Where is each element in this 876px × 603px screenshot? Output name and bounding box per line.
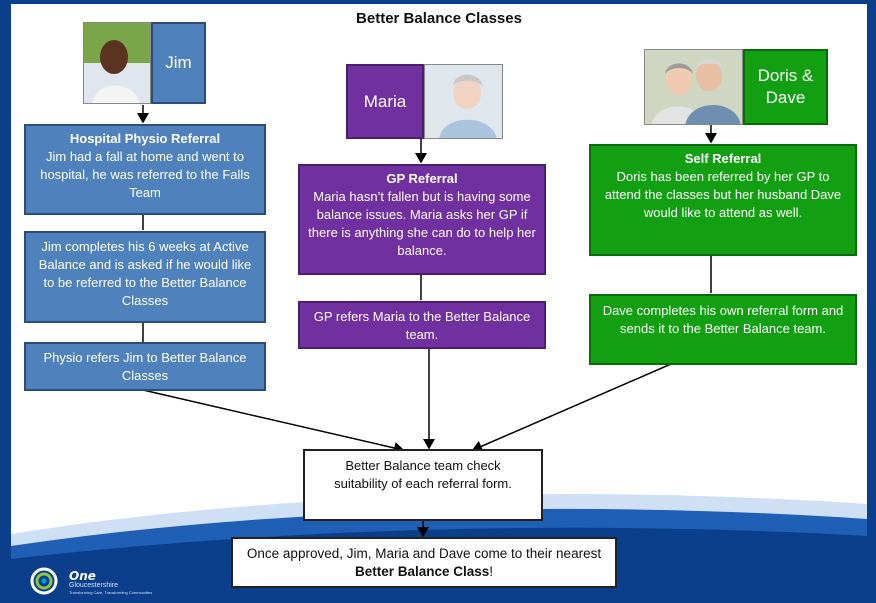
doris-dave-photo xyxy=(644,49,743,125)
maria-gp-refers-box: GP refers Maria to the Better Balance te… xyxy=(298,301,546,349)
doris-referral-heading: Self Referral xyxy=(684,151,762,166)
maria-photo-image xyxy=(425,65,502,138)
maria-referral-heading: GP Referral xyxy=(386,171,458,186)
jim-active-balance-text: Jim completes his 6 weeks at Active Bala… xyxy=(38,239,252,308)
dave-referral-form-box: Dave completes his own referral form and… xyxy=(589,294,857,365)
maria-referral-text: Maria hasn’t fallen but is having some b… xyxy=(308,189,536,258)
doris-dave-photo-image xyxy=(645,50,742,124)
jim-photo-image xyxy=(84,23,150,103)
jim-photo xyxy=(83,22,151,104)
maria-photo xyxy=(424,64,503,139)
final-text-before: Once approved, Jim, Maria and Dave come … xyxy=(246,546,602,561)
doris-self-referral-box: Self Referral Doris has been referred by… xyxy=(589,144,857,256)
jim-name: Jim xyxy=(165,53,192,72)
connector-doris-check xyxy=(471,363,672,452)
suitability-check-text: Better Balance team check suitability of… xyxy=(334,458,512,491)
doris-dave-name-box: Doris & Dave xyxy=(743,49,828,125)
jim-name-box: Jim xyxy=(151,22,206,104)
jim-physio-refers-text: Physio refers Jim to Better Balance Clas… xyxy=(43,350,247,383)
doris-referral-text: Doris has been referred by her GP to att… xyxy=(604,169,842,220)
jim-referral-heading: Hospital Physio Referral xyxy=(69,131,221,146)
maria-gp-referral-box: GP Referral Maria hasn’t fallen but is h… xyxy=(298,164,546,275)
final-text-bold: Better Balance Class xyxy=(354,564,490,579)
logo-tagline: Transforming Care, Transforming Communit… xyxy=(69,590,153,595)
jim-hospital-referral-box: Hospital Physio Referral Jim had a fall … xyxy=(24,124,266,215)
final-approval-box: Once approved, Jim, Maria and Dave come … xyxy=(231,537,617,588)
jim-referral-text: Jim had a fall at home and went to hospi… xyxy=(40,149,250,200)
logo-sub: Gloucestershire xyxy=(69,582,119,589)
jim-active-balance-box: Jim completes his 6 weeks at Active Bala… xyxy=(24,231,266,323)
doris-dave-name: Doris & Dave xyxy=(757,66,814,107)
one-gloucestershire-logo-icon xyxy=(30,567,58,595)
connector-jim-check xyxy=(142,389,405,454)
suitability-check-box: Better Balance team check suitability of… xyxy=(303,449,543,521)
maria-name-box: Maria xyxy=(346,64,424,139)
maria-gp-refers-text: GP refers Maria to the Better Balance te… xyxy=(313,309,531,342)
final-text-after: ! xyxy=(489,564,494,579)
connector-lines xyxy=(137,105,717,538)
jim-physio-refers-box: Physio refers Jim to Better Balance Clas… xyxy=(24,342,266,391)
page-title: Better Balance Classes xyxy=(356,10,522,27)
logo-name: One xyxy=(69,569,96,583)
dave-referral-form-text: Dave completes his own referral form and… xyxy=(602,303,844,336)
maria-name: Maria xyxy=(363,91,407,111)
slide: Better Balance Classes Jim xyxy=(11,4,867,596)
